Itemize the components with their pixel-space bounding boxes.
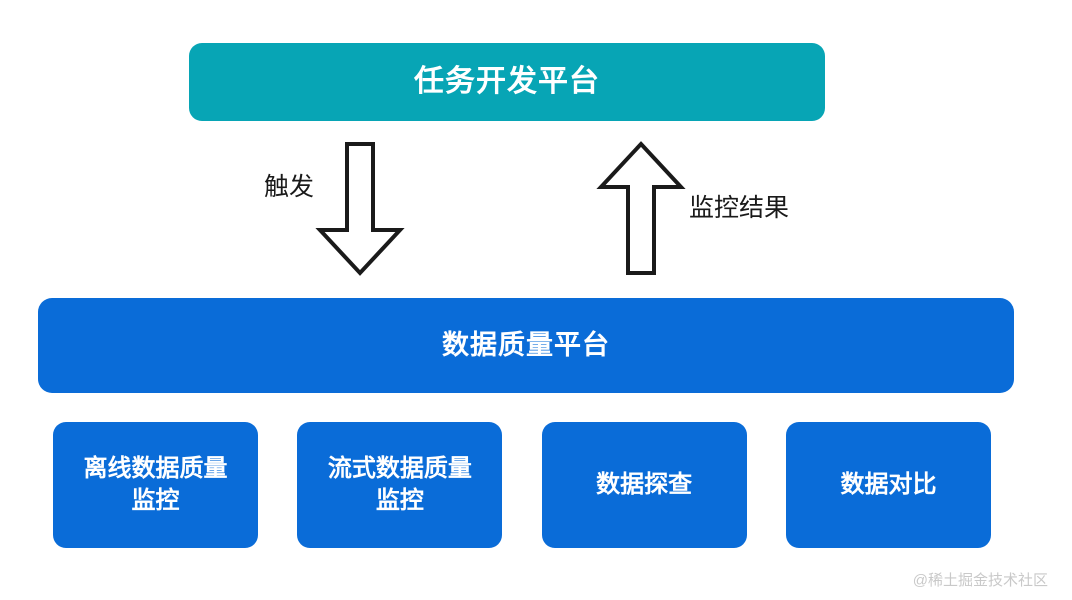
module-card-streaming-data-quality-monitoring[interactable]: 流式数据质量 监控 [297, 422, 503, 548]
module-card-data-exploration[interactable]: 数据探查 [541, 422, 747, 548]
module-card-data-comparison[interactable]: 数据对比 [785, 422, 991, 548]
trigger-down-arrow-icon [315, 142, 405, 276]
monitoring-result-up-arrow-icon [596, 141, 686, 275]
trigger-arrow-label: 触发 [264, 173, 315, 201]
module-card-label: 流式数据质量 监控 [327, 455, 472, 514]
task-development-platform-label: 任务开发平台 [414, 65, 600, 98]
watermark: @稀土掘金技术社区 [912, 572, 1048, 589]
module-card-label: 离线数据质量 监控 [83, 455, 228, 514]
data-quality-platform-bar[interactable]: 数据质量平台 [38, 298, 1014, 393]
task-development-platform-box[interactable]: 任务开发平台 [189, 43, 825, 121]
data-quality-platform-label: 数据质量平台 [442, 330, 610, 360]
module-card-offline-data-quality-monitoring[interactable]: 离线数据质量 监控 [53, 422, 258, 548]
monitoring-result-arrow-label: 监控结果 [689, 194, 790, 222]
module-card-label: 数据对比 [840, 471, 937, 499]
module-card-label: 数据探查 [596, 471, 693, 499]
module-cards-row: 离线数据质量 监控 流式数据质量 监控 数据探查 数据对比 [53, 422, 991, 548]
